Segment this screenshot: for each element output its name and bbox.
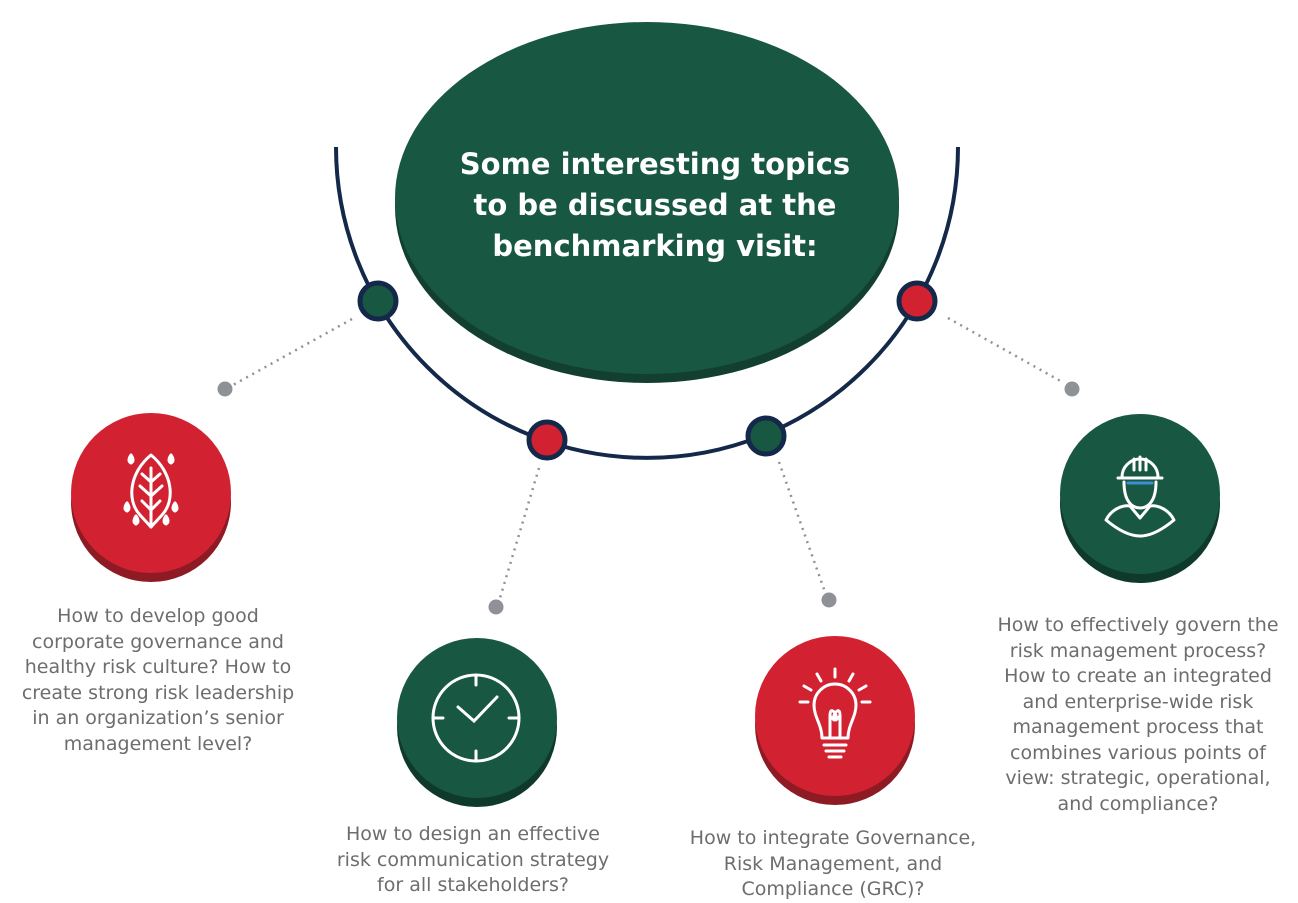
description-line: How to design an effective [346,823,600,845]
title-line: benchmarking visit: [492,229,818,263]
title-line: Some interesting topics [459,147,851,181]
description-line: view: strategic, operational, [1005,767,1271,789]
topic-circle-4 [1060,414,1220,583]
description-line: healthy risk culture? How to [24,656,292,678]
topic-description-1: How to develop good corporate governance… [0,604,316,757]
description-line: How to integrate Governance, [689,827,977,849]
description-line: Compliance (GRC)? [741,878,925,900]
topic-circle-1 [71,413,231,582]
page-title: Some interesting topics to be discussed … [440,144,870,267]
description-line: corporate governance and [32,630,284,653]
description-line: risk communication strategy [336,848,610,871]
title-line: to be discussed at the [473,188,837,222]
leaf-icon [123,453,179,529]
dotted-connectors [232,316,1065,599]
arc-node-2 [526,419,568,461]
arc-node-3 [745,415,787,457]
title-ellipse [395,22,899,374]
description-line: How to create an integrated [1004,665,1272,687]
topic-circle-3 [755,636,915,805]
description-line: combines various points of [1010,741,1266,764]
lightbulb-icon [798,667,872,759]
description-line: create strong risk leadership [21,681,295,704]
topic-description-3: How to integrate Governance, Risk Manage… [660,826,1006,903]
topic-description-4: How to effectively govern the risk manag… [978,613,1298,817]
description-line: and enterprise-wide risk [1022,690,1254,713]
description-line: risk management process? [1009,639,1267,662]
description-line: How to develop good [57,605,259,627]
clock-icon [431,673,521,763]
topic-description-2: How to design an effective risk communic… [300,822,646,899]
connector-end-dots [217,381,1080,615]
arc-node-4 [896,280,938,322]
description-line: Risk Management, and [723,852,943,875]
description-line: How to effectively govern the [997,614,1279,636]
description-line: and compliance? [1057,792,1219,815]
description-line: for all stakeholders? [377,874,569,896]
description-line: in an organization’s senior [32,707,284,729]
description-line: management process that [1012,716,1264,738]
worker-icon [1104,455,1176,538]
topic-circle-2 [397,638,557,807]
arc-node-1 [357,280,399,322]
description-line: management level? [63,732,253,755]
